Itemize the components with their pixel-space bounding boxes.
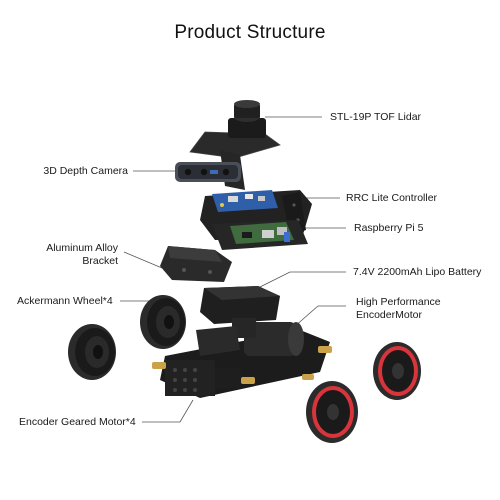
ackermann-wheel-left xyxy=(68,324,116,380)
camera-lens-right xyxy=(222,168,230,176)
raspberry-pi-assembly xyxy=(212,220,308,250)
page-title: Product Structure xyxy=(174,22,326,43)
aluminum-bracket-assembly xyxy=(160,246,232,282)
label-bracket-line-2: Bracket xyxy=(82,254,118,267)
label-bracket: Aluminum Alloy Bracket xyxy=(10,242,118,267)
label-wheel: Ackermann Wheel*4 xyxy=(17,295,113,307)
depth-camera-assembly xyxy=(175,162,241,182)
leader-line-bracket xyxy=(123,251,163,269)
encoder-geared-motor xyxy=(165,360,215,396)
label-motor-line-2: EncoderMotor xyxy=(356,308,422,321)
label-raspberry-pi: Raspberry Pi 5 xyxy=(354,222,424,234)
lidar-body xyxy=(228,118,266,138)
battery-assembly xyxy=(200,286,280,324)
chassis-assembly xyxy=(152,318,332,398)
label-depth-camera: 3D Depth Camera xyxy=(43,165,128,177)
ackermann-wheel-bottom xyxy=(306,381,358,443)
brass-axle-left xyxy=(152,362,166,369)
label-motor: High Performance EncoderMotor xyxy=(356,296,441,321)
label-geared-motor: Encoder Geared Motor*4 xyxy=(19,416,136,428)
ackermann-wheel-top xyxy=(140,295,186,349)
camera-lens-middle xyxy=(200,168,208,176)
leader-line-geared-motor xyxy=(142,399,194,423)
leader-line-battery xyxy=(257,271,346,289)
label-battery: 7.4V 2200mAh Lipo Battery xyxy=(353,266,482,278)
camera-lens-left xyxy=(184,168,192,176)
label-controller: RRC Lite Controller xyxy=(346,192,438,204)
brass-axle-bottom xyxy=(241,377,255,384)
rrc-lite-controller-board xyxy=(212,190,278,212)
lidar-head xyxy=(234,104,260,118)
label-bracket-line-1: Aluminum Alloy xyxy=(46,242,118,254)
label-motor-line-1: High Performance xyxy=(356,296,441,308)
ackermann-wheel-right xyxy=(373,342,421,400)
label-lidar: STL-19P TOF Lidar xyxy=(330,111,422,123)
high-performance-encoder-motor xyxy=(244,322,296,356)
brass-axle-right xyxy=(318,346,332,353)
